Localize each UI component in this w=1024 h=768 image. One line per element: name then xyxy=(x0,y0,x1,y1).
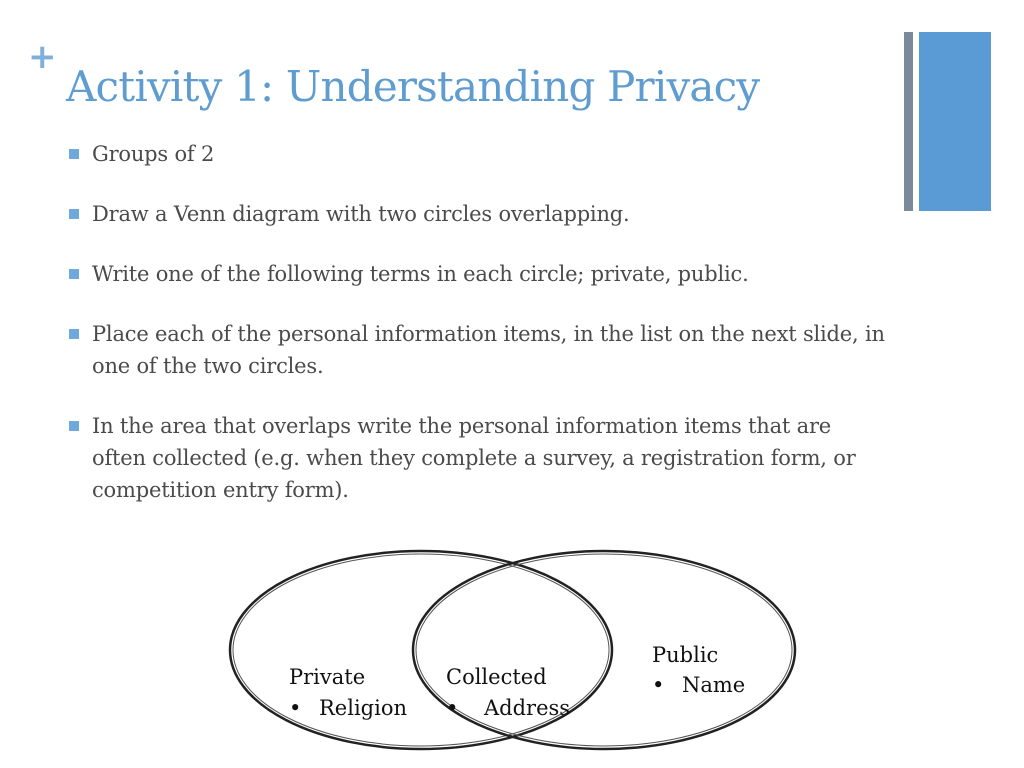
bullet-dot: • xyxy=(652,673,665,697)
bullet-item: In the area that overlaps write the pers… xyxy=(66,410,886,506)
square-bullet-icon xyxy=(69,269,79,279)
bullet-text: In the area that overlaps write the pers… xyxy=(92,414,856,502)
venn-label-private: Private xyxy=(289,665,366,689)
bullet-dot: • xyxy=(446,696,459,720)
square-bullet-icon xyxy=(69,149,79,159)
venn-circle-public xyxy=(411,549,797,751)
bullet-item: Groups of 2 xyxy=(66,138,886,170)
bullet-list: Groups of 2 Draw a Venn diagram with two… xyxy=(66,138,886,534)
decorative-bar-gray xyxy=(904,32,913,211)
venn-item-text: Address xyxy=(484,696,571,720)
venn-item-text: Religion xyxy=(319,696,407,720)
square-bullet-icon xyxy=(69,329,79,339)
venn-item-private: • Religion xyxy=(289,693,407,724)
decorative-bar-blue xyxy=(919,32,991,211)
venn-item-collected: • Address xyxy=(446,693,570,724)
plus-icon: + xyxy=(28,37,57,77)
bullet-text: Groups of 2 xyxy=(92,142,215,166)
bullet-dot: • xyxy=(289,696,302,720)
venn-label-collected: Collected xyxy=(446,665,547,689)
venn-circle-private-inner-stroke xyxy=(232,553,610,747)
bullet-item: Place each of the personal information i… xyxy=(66,318,886,382)
bullet-text: Draw a Venn diagram with two circles ove… xyxy=(92,202,630,226)
venn-item-public: • Name xyxy=(652,670,745,701)
bullet-item: Write one of the following terms in each… xyxy=(66,258,886,290)
bullet-item: Draw a Venn diagram with two circles ove… xyxy=(66,198,886,230)
square-bullet-icon xyxy=(69,421,79,431)
venn-label-public: Public xyxy=(652,643,719,667)
slide-title: Activity 1: Understanding Privacy xyxy=(66,62,760,111)
bullet-text: Place each of the personal information i… xyxy=(92,322,885,378)
bullet-text: Write one of the following terms in each… xyxy=(92,262,749,286)
square-bullet-icon xyxy=(69,209,79,219)
venn-circle-public-inner-stroke xyxy=(415,553,793,747)
venn-item-text: Name xyxy=(682,673,746,697)
venn-circle-private xyxy=(228,549,614,751)
